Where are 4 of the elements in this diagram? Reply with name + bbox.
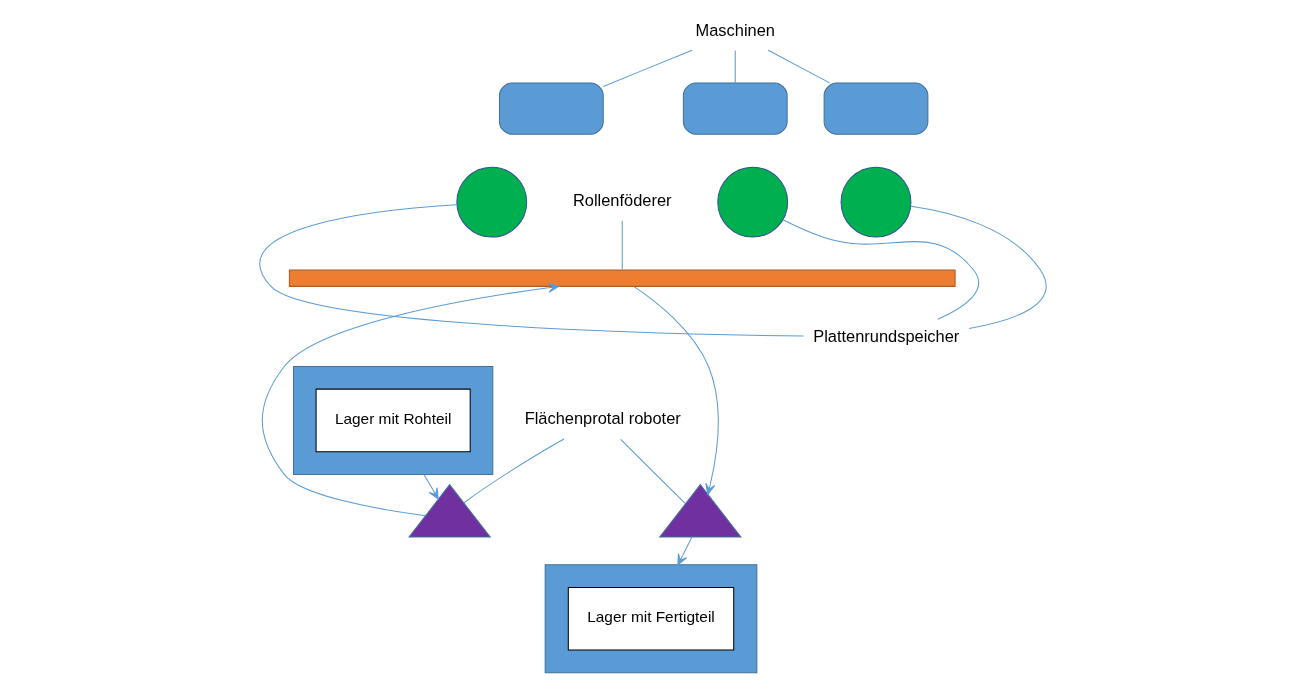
node-text: Plattenrundspeicher [812, 326, 959, 345]
node-text: Rollenföderer [572, 190, 672, 209]
node-text: Flächenprotal roboter [524, 408, 681, 427]
node-text: Maschinen [695, 20, 775, 39]
